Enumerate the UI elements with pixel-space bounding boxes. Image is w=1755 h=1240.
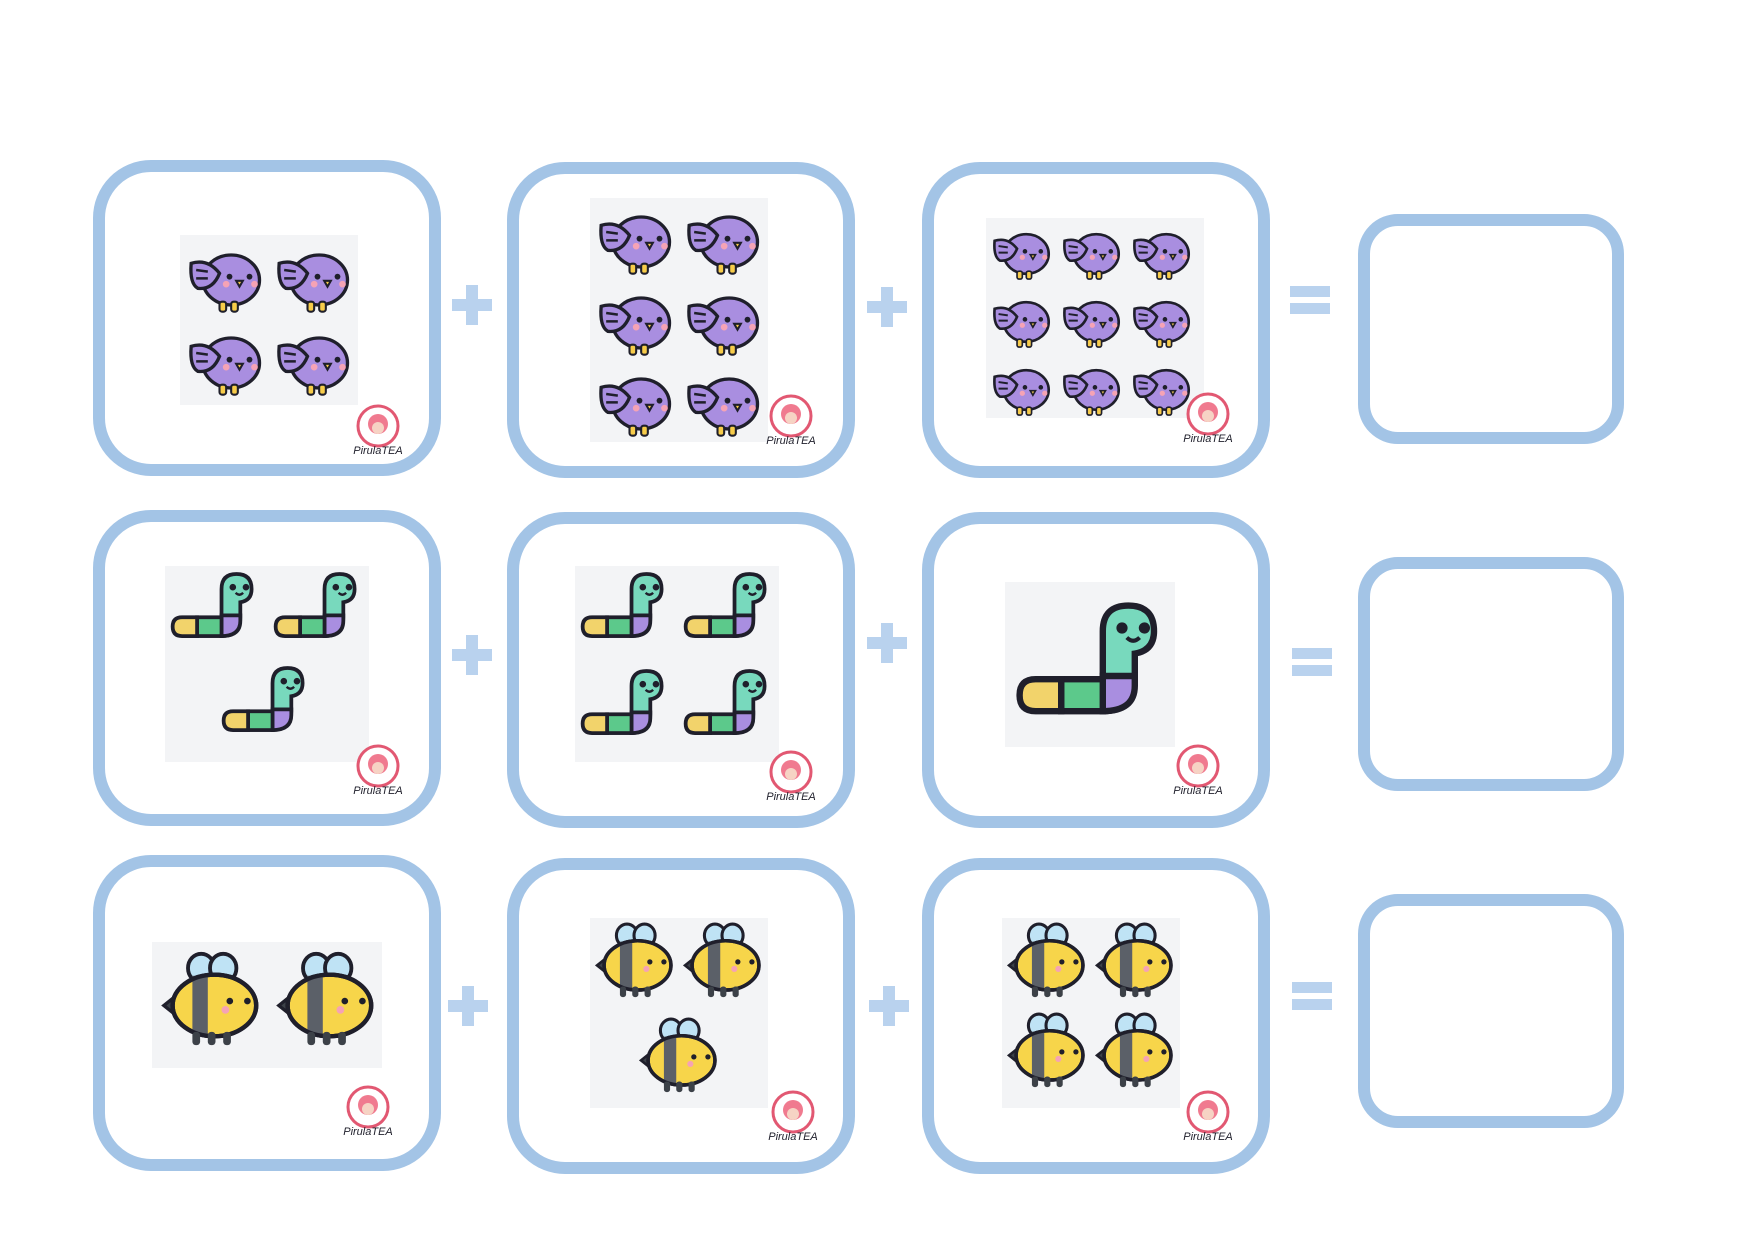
plus-operator (867, 984, 911, 1028)
svg-text:PirulaTEA: PirulaTEA (766, 791, 816, 803)
bird-icon (680, 283, 765, 358)
worm-icon (680, 665, 774, 741)
bee-icon (270, 950, 380, 1050)
worm-icon (270, 568, 364, 644)
brand-logo: PirulaTEA (1180, 1088, 1236, 1144)
bird-icon (1128, 222, 1194, 282)
svg-text:PirulaTEA: PirulaTEA (1183, 1131, 1233, 1143)
bird-icon (680, 202, 765, 277)
brand-logo: PirulaTEA (1170, 742, 1226, 798)
equals-operator (1290, 974, 1334, 1018)
bee-icon (590, 920, 678, 1002)
bird-icon (592, 283, 677, 358)
bird-icon (1058, 290, 1124, 350)
bird-icon (182, 240, 267, 315)
bee-icon (678, 920, 766, 1002)
bee-icon (634, 1015, 722, 1097)
brand-logo: PirulaTEA (765, 1088, 821, 1144)
bird-icon (988, 222, 1054, 282)
plus-operator (450, 283, 494, 327)
bird-icon (1128, 358, 1194, 418)
svg-text:PirulaTEA: PirulaTEA (1183, 433, 1233, 445)
bird-icon (592, 202, 677, 277)
svg-text:PirulaTEA: PirulaTEA (1173, 785, 1223, 797)
answer-box-row1[interactable] (1358, 214, 1624, 444)
brand-logo: PirulaTEA (1180, 390, 1236, 446)
bee-icon (1002, 1010, 1090, 1092)
worm-icon (1010, 590, 1170, 730)
bird-icon (270, 240, 355, 315)
brand-logo: PirulaTEA (763, 748, 819, 804)
bee-icon (1090, 920, 1178, 1002)
bird-icon (988, 290, 1054, 350)
card-row1-group3 (922, 162, 1270, 478)
worm-icon (680, 568, 774, 644)
bee-icon (155, 950, 265, 1050)
card-row1-group1 (93, 160, 441, 476)
bird-icon (1058, 222, 1124, 282)
bird-icon (270, 323, 355, 398)
svg-text:PirulaTEA: PirulaTEA (353, 445, 403, 457)
bird-icon (1058, 358, 1124, 418)
brand-logo: PirulaTEA (350, 402, 406, 458)
bird-icon (680, 364, 765, 439)
bee-icon (1002, 920, 1090, 1002)
svg-text:PirulaTEA: PirulaTEA (353, 785, 403, 797)
worm-icon (218, 662, 312, 738)
answer-box-row2[interactable] (1358, 557, 1624, 791)
svg-text:PirulaTEA: PirulaTEA (343, 1126, 393, 1138)
bird-icon (988, 358, 1054, 418)
equals-operator (1290, 640, 1334, 684)
worm-icon (167, 568, 261, 644)
plus-operator (865, 621, 909, 665)
bee-icon (1090, 1010, 1178, 1092)
bird-icon (182, 323, 267, 398)
plus-operator (446, 984, 490, 1028)
bird-icon (1128, 290, 1194, 350)
worm-icon (577, 665, 671, 741)
brand-logo: PirulaTEA (763, 392, 819, 448)
brand-logo: PirulaTEA (350, 742, 406, 798)
worm-icon (577, 568, 671, 644)
bird-icon (592, 364, 677, 439)
svg-text:PirulaTEA: PirulaTEA (766, 435, 816, 447)
brand-logo: PirulaTEA (340, 1083, 396, 1139)
equals-operator (1288, 278, 1332, 322)
plus-operator (450, 633, 494, 677)
answer-box-row3[interactable] (1358, 894, 1624, 1128)
svg-text:PirulaTEA: PirulaTEA (768, 1131, 818, 1143)
plus-operator (865, 285, 909, 329)
card-row2-group1 (93, 510, 441, 826)
